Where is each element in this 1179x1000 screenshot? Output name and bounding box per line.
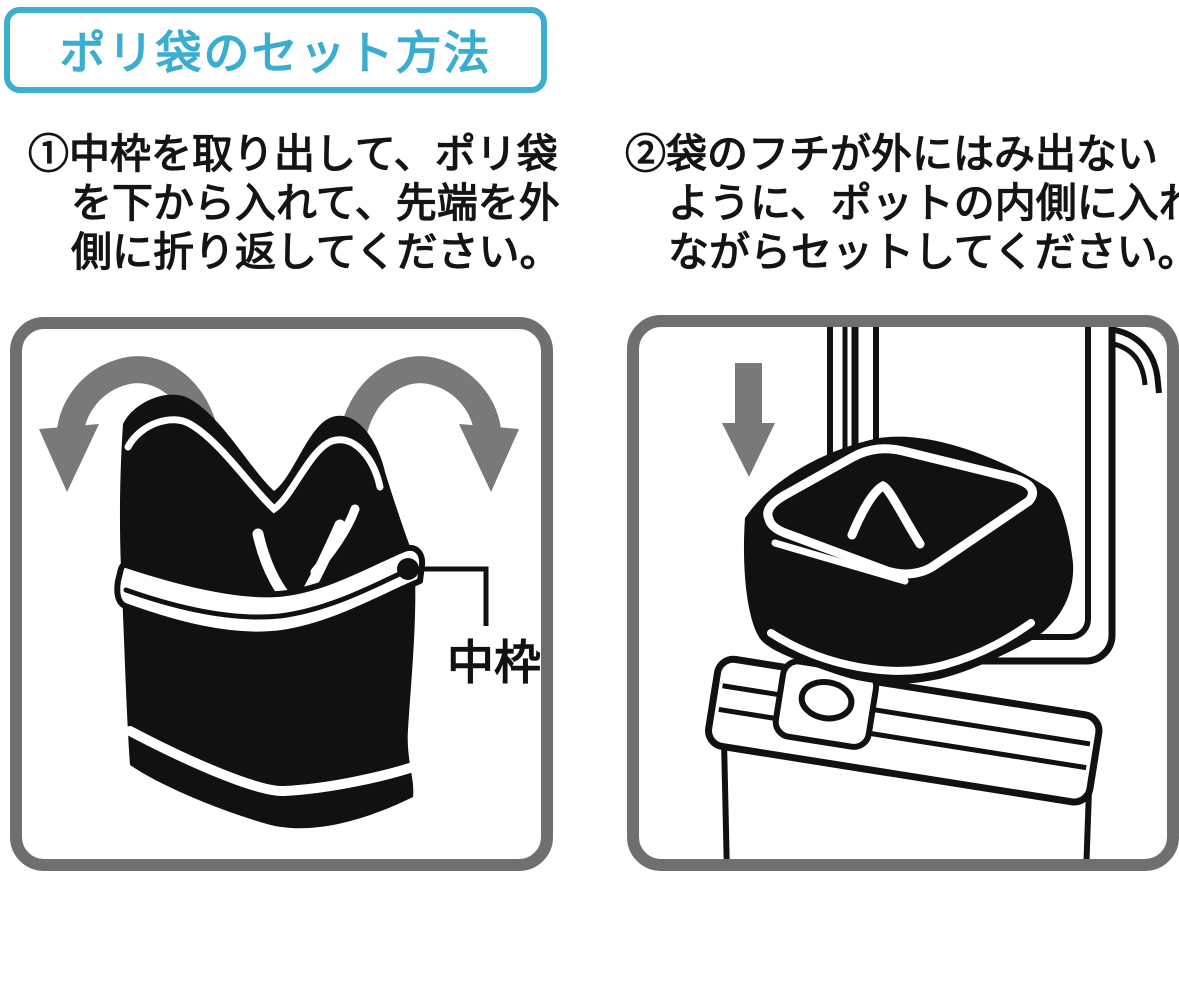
frame-label: 中枠 [447, 636, 541, 689]
frame-label-callout: 中枠 [416, 566, 541, 689]
step-2-line-3: ながらセットしてください。 [668, 229, 1179, 275]
insert-down-arrow-icon [722, 363, 775, 477]
page-title: ポリ袋のセット方法 [59, 27, 492, 79]
step-1-line-3: 側に折り返してください。 [71, 229, 561, 275]
bag-on-frame [743, 436, 1074, 684]
fold-out-arrow-right-icon [338, 356, 519, 492]
bag-into-pot-illustration [705, 327, 1162, 859]
step-1-line-2: を下から入れて、先端を外 [71, 180, 560, 226]
title-box: ポリ袋のセット方法 [4, 7, 547, 93]
pot-body [705, 655, 1103, 859]
step-2-line-2: ように、ポットの内側に入れ [668, 180, 1179, 226]
inner-frame-band [114, 545, 426, 638]
panel-step-1-illustration: 中枠 [10, 317, 553, 871]
bag-on-inner-frame-illustration: 中枠 [39, 356, 541, 829]
frame-pointer-dot [397, 558, 419, 580]
step-2-text: ②袋のフチが外にはみ出ない ように、ポットの内側に入れ ながらセットしてください… [625, 130, 1179, 277]
step-1-text: ①中枠を取り出して、ポリ袋 を下から入れて、先端を外 側に折り返してください。 [28, 130, 561, 277]
step-2-line-1: ②袋のフチが外にはみ出ない [625, 131, 1158, 177]
step-1-line-1: ①中枠を取り出して、ポリ袋 [28, 131, 558, 177]
pot-rim [705, 655, 1103, 806]
panel-step-2-illustration [627, 315, 1179, 871]
